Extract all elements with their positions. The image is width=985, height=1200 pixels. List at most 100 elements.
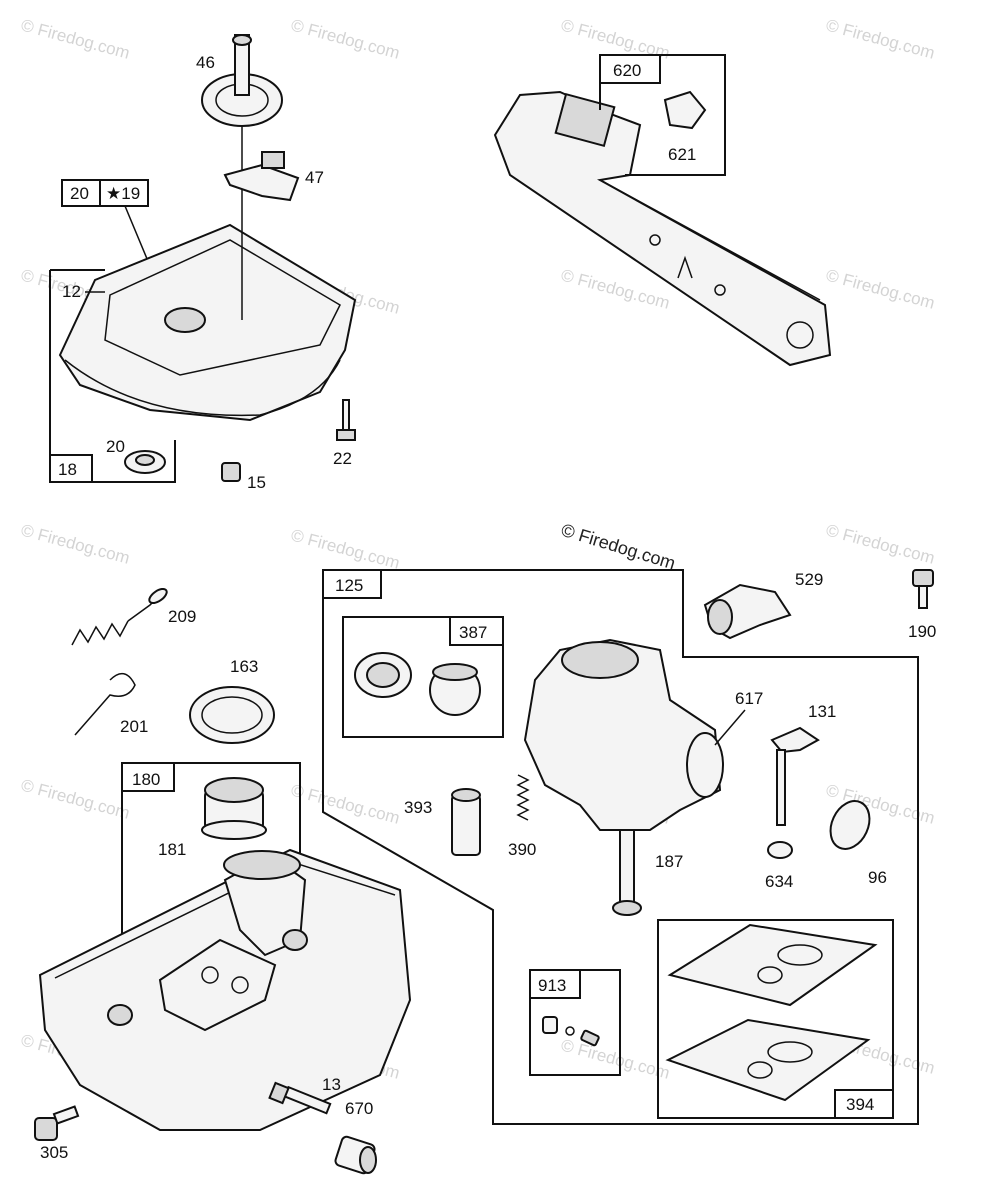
governor-47: [223, 151, 300, 202]
frame-180: [121, 762, 301, 940]
label-13: 13: [322, 1075, 341, 1094]
leader-617: [714, 709, 746, 746]
bolt-305-head: [34, 1117, 58, 1141]
tank-mount-hole: [231, 976, 249, 994]
oring-913: [565, 1026, 575, 1036]
cap-top: [204, 777, 264, 803]
watermark-text: © Firedog.com: [824, 16, 937, 63]
label-46: 46: [196, 53, 215, 72]
gasket-163-hole: [201, 696, 263, 734]
label-617: 617: [735, 689, 763, 708]
seal-634: [767, 841, 793, 859]
watermark-text: © Firedog.com: [289, 16, 402, 63]
watermark-text: © Firedog.com: [19, 16, 132, 63]
label-125: 125: [335, 576, 363, 595]
tag-387: [449, 616, 504, 646]
gasket-394-b: [665, 1018, 871, 1102]
bolt-305-shank: [52, 1105, 80, 1125]
label-15: 15: [247, 473, 266, 492]
carb-bowl-bolt: [619, 829, 635, 906]
spacer-670-end: [359, 1146, 377, 1174]
label-187: 187: [655, 852, 683, 871]
cover-gasket-line: [104, 239, 341, 376]
carb-inlet: [686, 732, 724, 798]
spring-209-end: [148, 587, 168, 605]
plate-96: [829, 800, 871, 850]
gear-46: [201, 34, 283, 127]
clip-201: [74, 672, 136, 736]
cap-base: [201, 820, 267, 840]
control-bracket-group: 620 621: [493, 54, 832, 367]
gasket-163: [189, 686, 275, 744]
label-387: 387: [459, 623, 487, 642]
label-670: 670: [345, 1099, 373, 1118]
tag-20: [61, 179, 101, 207]
spring-390: [516, 774, 530, 821]
label-913: 913: [538, 976, 566, 995]
watermark-text: © Firedog.com: [824, 266, 937, 313]
carburetor-group: 125 529 190 387 187 617 393: [322, 569, 936, 1125]
bracket-edge: [599, 179, 821, 301]
label-20-box: 20: [70, 184, 89, 203]
screw-190-shank: [918, 585, 928, 609]
label-620: 620: [613, 61, 641, 80]
tank-boss: [282, 929, 308, 951]
bolt-13-head: [268, 1081, 290, 1105]
fuel-tank-group: 180 181: [38, 762, 412, 1131]
shaft-131: [776, 749, 786, 826]
gasket-394-a-hole: [757, 966, 783, 984]
label-181: 181: [158, 840, 186, 859]
spring-209: [71, 620, 129, 646]
tank-neck-top: [223, 850, 301, 880]
label-22: 22: [333, 449, 352, 468]
sleeve-393-top: [451, 788, 481, 802]
cover-rim: [64, 359, 341, 417]
gasket-394-a: [667, 923, 878, 1007]
seal-20-hole: [135, 454, 155, 466]
tag-620: [599, 54, 661, 84]
label-394: 394: [846, 1095, 874, 1114]
tag-18: [49, 454, 93, 483]
frame-125: [322, 569, 919, 1125]
elbow-529-end: [707, 599, 733, 635]
watermark-text: © Firedog.com: [19, 776, 132, 823]
tank-boss: [107, 1004, 133, 1026]
gasket-394-a-hole: [777, 944, 823, 966]
crankcase-group: 18 20 ★19 46 47 12 20: [49, 34, 357, 492]
watermark-text: © Firedog.com: [289, 781, 402, 828]
watermark-text: © Firedog.com: [289, 526, 402, 573]
diaphragm-387-inner: [366, 662, 400, 688]
tank-mount-hole: [201, 966, 219, 984]
bracket-hole: [714, 284, 726, 296]
loose-parts: 209 201 163: [71, 587, 275, 744]
control-bracket: [493, 90, 832, 367]
screw-190-head: [912, 569, 934, 587]
label-621: 621: [668, 145, 696, 164]
label-529: 529: [795, 570, 823, 589]
governor-block: [261, 151, 285, 169]
watermark-text: © Firedog.com: [824, 521, 937, 568]
watermark-main: © Firedog.com: [559, 520, 678, 574]
watermark-text: © Firedog.com: [19, 521, 132, 568]
label-634: 634: [765, 872, 793, 891]
plug-15: [221, 462, 241, 482]
governor-plate: [223, 163, 300, 202]
label-393: 393: [404, 798, 432, 817]
label-96: 96: [868, 868, 887, 887]
cup-387-rim: [432, 663, 478, 681]
bracket-hole: [649, 234, 661, 246]
carb-bolt-head: [612, 900, 642, 916]
fasteners: 13 670 305: [34, 1075, 377, 1175]
label-163: 163: [230, 657, 258, 676]
label-305: 305: [40, 1143, 68, 1162]
carb-throat: [561, 641, 639, 679]
label-18: 18: [58, 460, 77, 479]
tag-180: [121, 762, 175, 792]
sleeve-393: [451, 794, 481, 856]
lever-131: [770, 726, 820, 754]
cap-181: [201, 777, 267, 840]
label-47: 47: [305, 168, 324, 187]
frame-394: [657, 919, 894, 1119]
label-190: 190: [908, 622, 936, 641]
